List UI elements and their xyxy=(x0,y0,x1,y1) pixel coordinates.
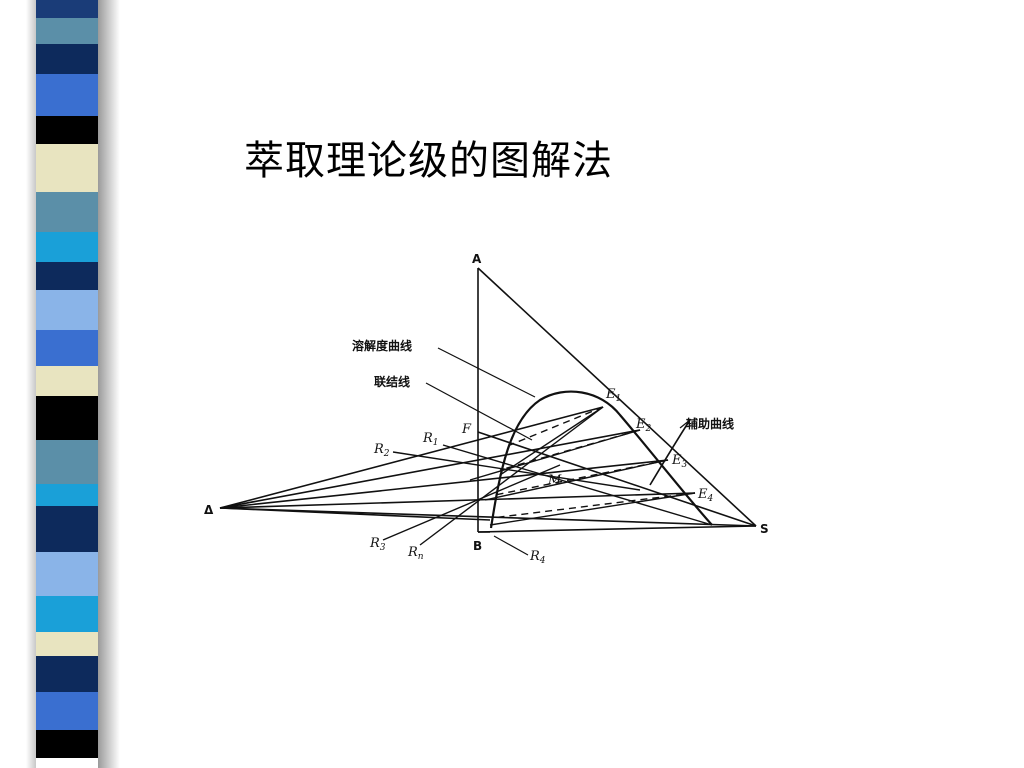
stripe-shadow xyxy=(98,0,120,768)
label-point-F: F xyxy=(461,422,472,437)
decorative-stripe-bar xyxy=(36,0,98,768)
stripe-segment xyxy=(36,330,98,366)
tie-solid-2 xyxy=(469,429,641,481)
label-vertex-B: B xyxy=(473,539,482,553)
line-R3-cross xyxy=(382,464,561,541)
stripe-segment xyxy=(36,632,98,656)
stripe-segment xyxy=(36,656,98,692)
stripe-segment xyxy=(36,144,98,192)
stripe-segment xyxy=(36,396,98,440)
stripe-segment xyxy=(36,730,98,758)
op-line-2 xyxy=(219,429,641,509)
leader-auxiliary-curve xyxy=(679,419,691,429)
label-R2: R2 xyxy=(373,442,390,459)
solubility-curve xyxy=(489,390,713,529)
stripe-segment xyxy=(36,506,98,552)
tie-line-4 xyxy=(491,492,696,519)
line-R2-cross xyxy=(392,451,641,491)
leader-R4 xyxy=(493,535,529,556)
feed-line-FS xyxy=(477,431,757,527)
label-vertex-S: S xyxy=(760,522,769,536)
label-E3: E3 xyxy=(671,453,688,470)
label-vertex-A: A xyxy=(472,252,482,266)
tie-solid-4 xyxy=(489,492,696,526)
slide-title: 萃取理论级的图解法 xyxy=(244,138,613,184)
stripe-segment xyxy=(36,18,98,44)
op-line-6 xyxy=(219,507,491,521)
label-E4: E4 xyxy=(697,487,714,504)
stripe-segment xyxy=(36,0,98,18)
op-line-4 xyxy=(219,492,696,509)
leader-tie-line xyxy=(425,382,533,441)
stripe-segment xyxy=(36,596,98,632)
stripe-segment xyxy=(36,44,98,74)
auxiliary-curve xyxy=(649,419,691,486)
tie-line-1 xyxy=(509,406,604,446)
stripe-segment xyxy=(36,232,98,262)
stripe-segment xyxy=(36,366,98,396)
stripe-segment xyxy=(36,692,98,730)
line-R1-S xyxy=(442,444,713,526)
label-delta: Δ xyxy=(204,503,214,517)
tie-solid-1 xyxy=(499,406,604,476)
stripe-segment xyxy=(36,290,98,330)
op-line-1 xyxy=(219,406,604,509)
label-solubility-curve: 溶解度曲线 xyxy=(352,338,412,353)
stripe-segment xyxy=(36,552,98,596)
stripe-segment xyxy=(36,440,98,484)
stripe-segment xyxy=(36,262,98,290)
op-line-3 xyxy=(219,459,669,509)
label-E1: E1 xyxy=(605,387,621,404)
leader-solubility-curve xyxy=(437,347,536,398)
stripe-segment xyxy=(36,74,98,116)
side-BS xyxy=(477,525,757,533)
stripe-segment xyxy=(36,192,98,232)
label-Rn: Rn xyxy=(407,545,424,562)
label-auxiliary-curve: 辅助曲线 xyxy=(686,416,734,431)
stripe-left-shadow xyxy=(26,0,36,768)
label-R3: R3 xyxy=(369,536,386,553)
op-line-5 xyxy=(219,507,757,527)
stripe-segment xyxy=(36,484,98,506)
side-AS xyxy=(477,267,757,527)
label-point-M: M xyxy=(547,473,562,488)
label-E2: E2 xyxy=(635,417,652,434)
label-R1: R1 xyxy=(422,431,439,448)
line-Rn-cross xyxy=(419,406,604,546)
label-tie-line: 联结线 xyxy=(374,374,410,389)
stripe-segment xyxy=(36,116,98,144)
label-R4: R4 xyxy=(529,549,546,566)
